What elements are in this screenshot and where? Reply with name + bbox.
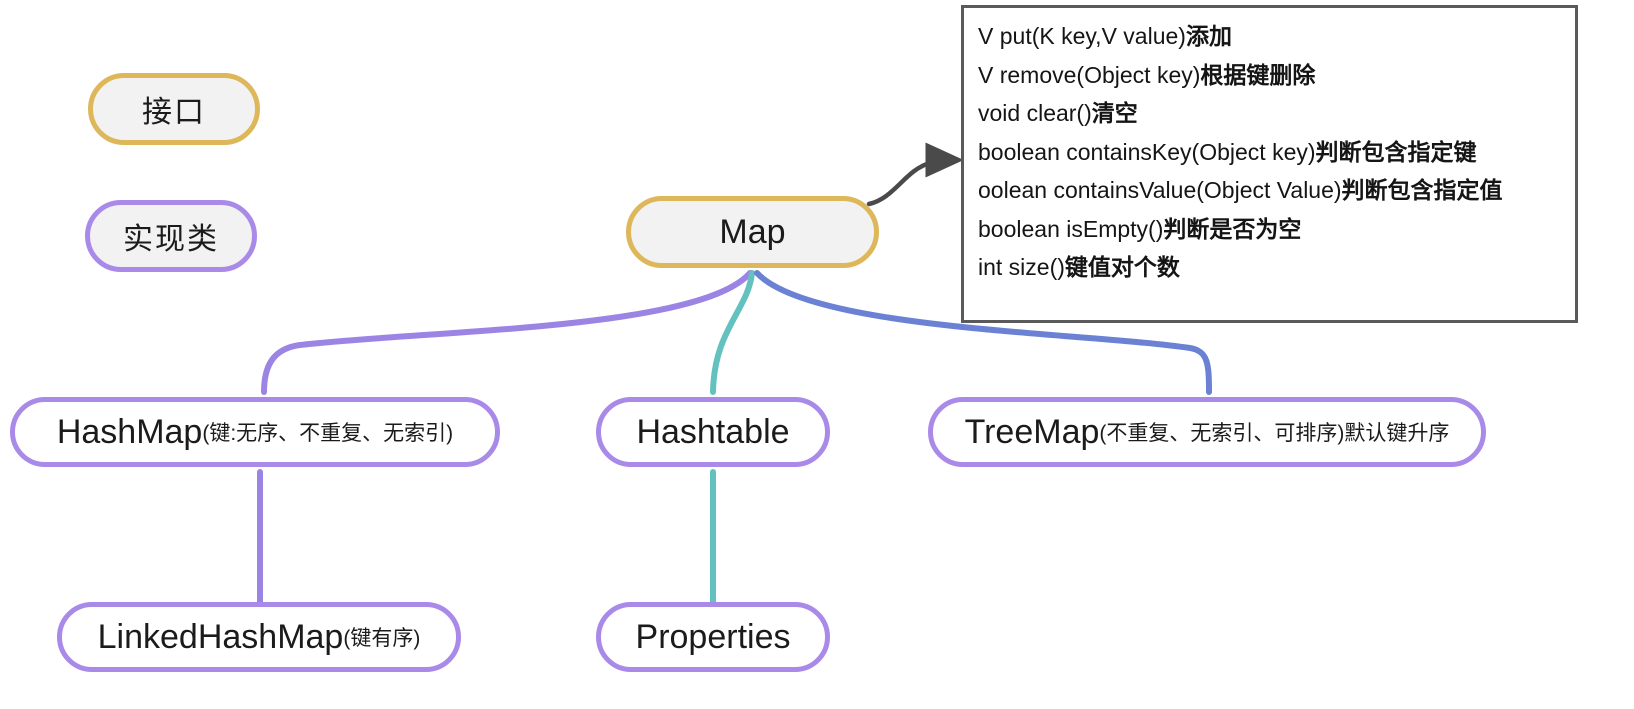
api-method-row: void clear()清空 xyxy=(978,94,1575,133)
node-hashtable-label: Hashtable xyxy=(636,412,790,451)
node-properties[interactable]: Properties xyxy=(596,602,830,672)
api-method-signature: void clear() xyxy=(978,100,1092,126)
node-hashmap-annotation: (键:无序、不重复、无索引) xyxy=(202,422,454,445)
node-treemap-label: TreeMap xyxy=(964,412,1100,451)
api-method-row: V remove(Object key)根据键删除 xyxy=(978,56,1575,95)
node-hashmap-label: HashMap xyxy=(56,412,203,451)
node-hashmap[interactable]: HashMap(键:无序、不重复、无索引) xyxy=(10,397,500,467)
api-method-desc: 键值对个数 xyxy=(1064,254,1180,280)
api-method-row: boolean containsKey(Object key)判断包含指定键 xyxy=(978,133,1575,172)
legend-interface: 接口 xyxy=(88,73,260,145)
node-linkedhashmap-annotation: (键有序) xyxy=(343,627,421,650)
api-method-row: boolean isEmpty()判断是否为空 xyxy=(978,210,1575,249)
api-method-signature: boolean isEmpty() xyxy=(978,215,1164,242)
api-method-desc: 添加 xyxy=(1185,23,1232,49)
api-method-signature: V put(K key,V value) xyxy=(978,23,1186,49)
node-treemap[interactable]: TreeMap(不重复、无索引、可排序)默认键升序 xyxy=(928,397,1486,467)
node-properties-label: Properties xyxy=(635,617,791,656)
node-map[interactable]: Map xyxy=(626,196,879,268)
api-method-signature: oolean containsValue(Object Value) xyxy=(978,177,1342,203)
node-map-label: Map xyxy=(719,212,786,251)
map-api-methods-box: V put(K key,V value)添加 V remove(Object k… xyxy=(961,5,1578,323)
legend-implementation-label: 实现类 xyxy=(123,223,219,256)
node-linkedhashmap-label: LinkedHashMap xyxy=(97,617,344,656)
api-method-row: int size()键值对个数 xyxy=(978,248,1575,287)
legend-interface-label: 接口 xyxy=(142,96,206,129)
api-method-signature: V remove(Object key) xyxy=(978,61,1201,88)
node-treemap-annotation: (不重复、无索引、可排序)默认键升序 xyxy=(1099,422,1450,445)
edge-map-hashmap xyxy=(261,270,753,395)
api-method-desc: 判断包含指定键 xyxy=(1315,138,1477,165)
api-method-desc: 根据键删除 xyxy=(1200,61,1316,88)
api-method-desc: 判断包含指定值 xyxy=(1341,177,1503,203)
node-linkedhashmap[interactable]: LinkedHashMap(键有序) xyxy=(57,602,461,672)
api-method-desc: 清空 xyxy=(1091,100,1138,126)
edge-map-api-arrow xyxy=(866,142,964,207)
api-method-signature: boolean containsKey(Object key) xyxy=(978,138,1316,165)
api-method-row: V put(K key,V value)添加 xyxy=(978,17,1575,56)
node-hashtable[interactable]: Hashtable xyxy=(596,397,830,467)
api-method-signature: int size() xyxy=(978,254,1065,280)
api-method-desc: 判断是否为空 xyxy=(1163,215,1302,242)
edge-map-hashtable xyxy=(710,270,755,395)
api-method-row: oolean containsValue(Object Value)判断包含指定… xyxy=(978,171,1575,210)
legend-implementation: 实现类 xyxy=(85,200,257,272)
